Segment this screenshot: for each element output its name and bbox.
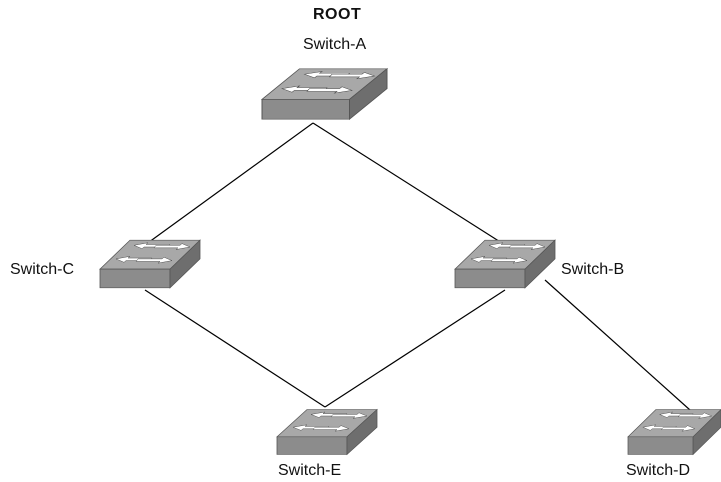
switch-c-icon bbox=[99, 239, 201, 289]
link-a-c bbox=[144, 122, 314, 246]
link-a-b bbox=[312, 122, 506, 246]
switch-e-icon bbox=[276, 409, 378, 455]
link-b-e bbox=[324, 289, 506, 408]
link-b-d bbox=[544, 279, 691, 411]
switch-a-label: Switch-A bbox=[303, 36, 367, 53]
switch-e-label: Switch-E bbox=[278, 462, 342, 479]
switch-d-icon bbox=[627, 409, 721, 455]
switch-c-label: Switch-C bbox=[10, 261, 75, 278]
links bbox=[144, 122, 691, 411]
switch-d-label: Switch-D bbox=[626, 462, 691, 479]
link-c-e bbox=[144, 289, 326, 408]
root-label: ROOT bbox=[313, 6, 362, 23]
switch-b-icon bbox=[454, 239, 556, 289]
switch-b-label: Switch-B bbox=[561, 261, 625, 278]
switch-a-icon bbox=[261, 68, 388, 120]
